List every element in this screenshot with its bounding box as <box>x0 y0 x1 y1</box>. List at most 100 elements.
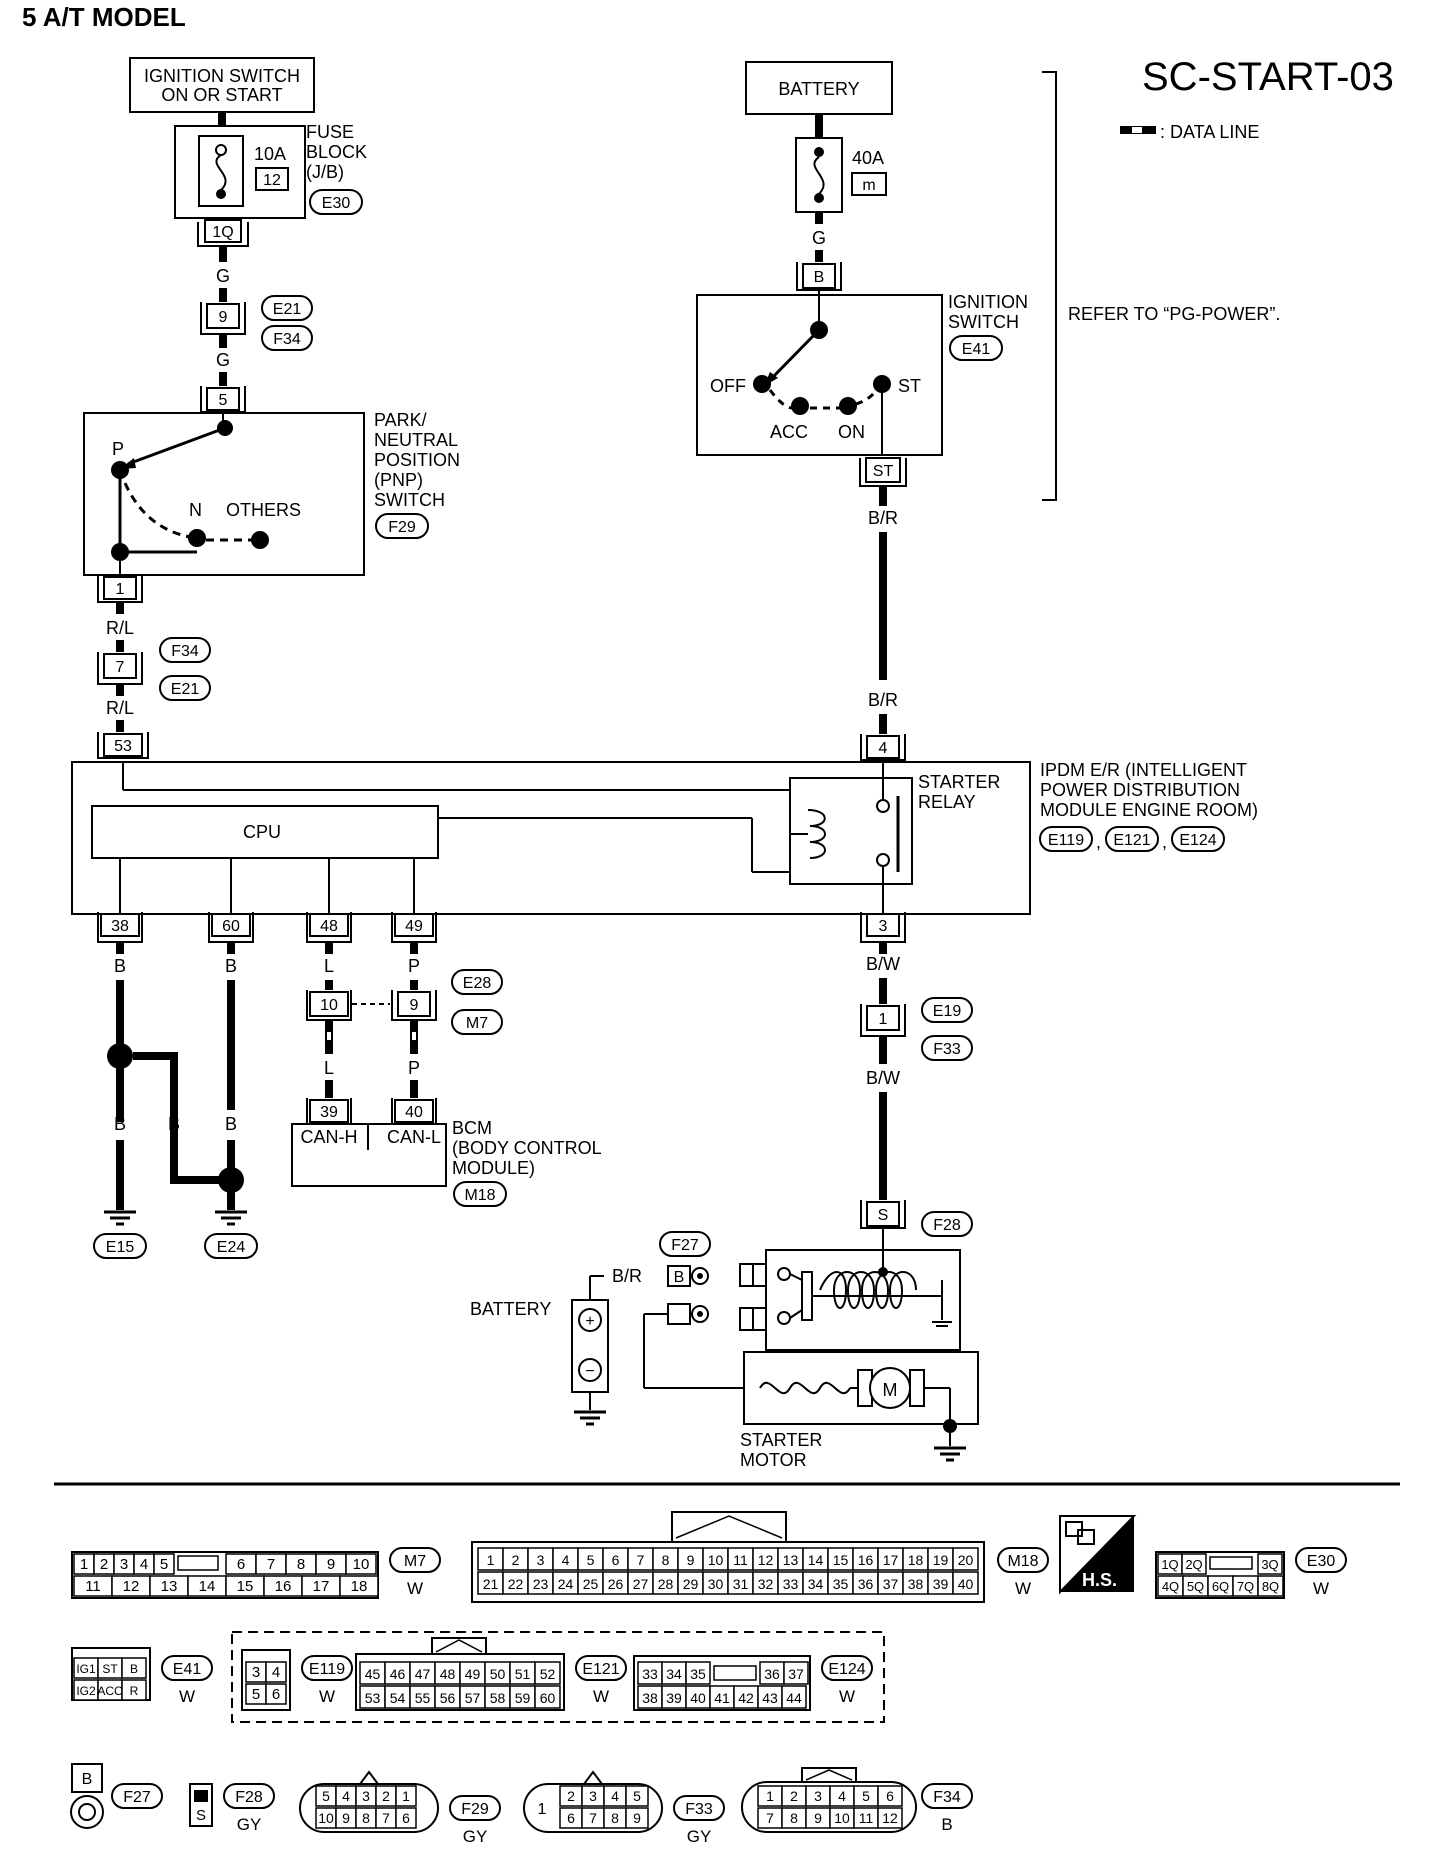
svg-text:P: P <box>408 956 420 976</box>
pin-label: 53 <box>365 1690 381 1706</box>
joint-7-f34-e21: 7 F34 E21 <box>97 637 211 701</box>
data-line-legend: : DATA LINE <box>1120 122 1259 142</box>
connector-id: E41 <box>173 1661 202 1678</box>
starter-pin-S: S F28 <box>860 1200 973 1237</box>
pin-label: 3 <box>120 1556 128 1573</box>
connector-color: W <box>839 1687 855 1706</box>
pin-label: 2 <box>790 1788 798 1804</box>
connector-id: F33 <box>685 1801 713 1818</box>
connector-id-tag <box>575 1655 627 1681</box>
can-h-wire: L <box>324 1020 334 1098</box>
pin-label: 3 <box>589 1788 597 1804</box>
svg-text:E21: E21 <box>171 681 200 698</box>
svg-text:G: G <box>216 350 230 370</box>
svg-text:FUSE: FUSE <box>306 122 354 142</box>
pin-label: 2 <box>567 1788 575 1804</box>
svg-text:B: B <box>114 956 126 976</box>
pin-label: 40 <box>958 1576 974 1592</box>
ipdm-label: IPDM E/R (INTELLIGENT POWER DISTRIBUTION… <box>1039 760 1258 852</box>
svg-text:9: 9 <box>219 309 228 326</box>
pin-cell <box>395 1785 417 1807</box>
pin-label: 46 <box>390 1666 406 1682</box>
svg-text:L: L <box>324 956 334 976</box>
pin-label: 8 <box>362 1810 370 1826</box>
svg-text:9: 9 <box>410 997 419 1014</box>
pin-label: 13 <box>783 1552 799 1568</box>
svg-text:5: 5 <box>219 392 228 409</box>
pin-label: ST <box>102 1662 118 1676</box>
pin-label: 1 <box>80 1556 88 1573</box>
pin-label: 51 <box>515 1666 531 1682</box>
pin-label: 30 <box>708 1576 724 1592</box>
svg-text:B/W: B/W <box>866 954 900 974</box>
ipdm-pin-4: 4 <box>860 734 906 761</box>
pin-label: 50 <box>490 1666 506 1682</box>
svg-text:(J/B): (J/B) <box>306 162 344 182</box>
pin-cell <box>395 1807 417 1829</box>
svg-text:CAN-L: CAN-L <box>387 1127 441 1147</box>
svg-text:SWITCH: SWITCH <box>374 490 445 510</box>
pin-label: 7 <box>589 1810 597 1826</box>
pin-label: R <box>130 1684 139 1698</box>
svg-text:38: 38 <box>111 918 129 935</box>
connector-id-tag <box>389 1547 441 1573</box>
connector-id: E124 <box>828 1661 865 1678</box>
connector-id-tag <box>449 1795 501 1821</box>
pin-label: 18 <box>351 1578 368 1595</box>
ipdm-pin-3: 3 <box>860 912 906 943</box>
pin-cell <box>265 1683 287 1705</box>
connector-color: B <box>941 1815 952 1834</box>
pin-label: 23 <box>533 1576 549 1592</box>
ignition-supply-box: IGNITION SWITCH ON OR START <box>129 57 315 113</box>
connector-id: M7 <box>404 1553 426 1570</box>
pin-label: 29 <box>683 1576 699 1592</box>
pin-cell <box>625 1785 649 1807</box>
pin-label: 57 <box>465 1690 481 1706</box>
pin-label: 9 <box>327 1556 335 1573</box>
pin-label: 4 <box>342 1788 350 1804</box>
svg-text:E121: E121 <box>1113 832 1150 849</box>
ground-e24: E24 <box>204 1210 258 1259</box>
pin-label: 3 <box>814 1788 822 1804</box>
pin-label: 6 <box>402 1810 410 1826</box>
svg-text:E15: E15 <box>106 1239 135 1256</box>
svg-text:F27: F27 <box>671 1237 699 1254</box>
pin-label: B <box>130 1662 138 1676</box>
ign-switch-pin-ST: ST <box>859 457 907 487</box>
pin-label: 48 <box>440 1666 456 1682</box>
pin-label: 10 <box>318 1810 334 1826</box>
pin-cell <box>1257 1553 1283 1575</box>
svg-text:MODULE ENGINE ROOM): MODULE ENGINE ROOM) <box>1040 800 1258 820</box>
ipdm-pin-60: 60 <box>208 912 254 943</box>
svg-text:ACC: ACC <box>770 422 808 442</box>
svg-text:B/W: B/W <box>866 1068 900 1088</box>
pin-label: 42 <box>738 1690 754 1706</box>
pin-1Q: 1Q <box>197 219 249 247</box>
pin-cell <box>625 1807 649 1829</box>
pin-cell <box>781 1685 807 1709</box>
connector-color: W <box>1015 1579 1031 1598</box>
svg-text:M18: M18 <box>464 1187 495 1204</box>
svg-text:1: 1 <box>116 581 125 598</box>
pin-label: 17 <box>313 1578 330 1595</box>
pin-label: 34 <box>808 1576 824 1592</box>
pin-label: 14 <box>808 1552 824 1568</box>
pin-label: 2 <box>100 1556 108 1573</box>
svg-text:48: 48 <box>320 918 338 935</box>
svg-text:R/L: R/L <box>106 618 134 638</box>
pin-label: 4 <box>562 1552 570 1568</box>
svg-text:G: G <box>812 228 826 248</box>
joint-1-e19-f33: 1 E19 F33 <box>860 997 973 1061</box>
ipdm-pin-49: 49 <box>391 912 437 943</box>
pin-label: 3 <box>537 1552 545 1568</box>
svg-text:: DATA LINE: : DATA LINE <box>1160 122 1259 142</box>
connector-color: W <box>1313 1579 1329 1598</box>
svg-text:3: 3 <box>879 918 888 935</box>
svg-text:1: 1 <box>538 1801 547 1818</box>
pin-label: 8 <box>297 1556 305 1573</box>
